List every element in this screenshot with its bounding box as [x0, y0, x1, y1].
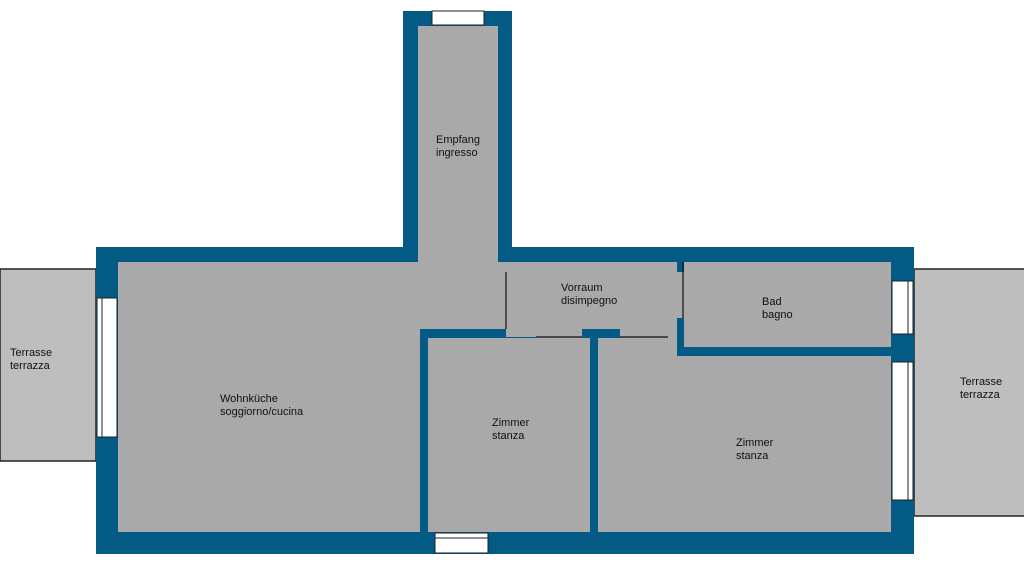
room-vorraum-ext2	[668, 272, 684, 318]
room-name-de: Zimmer	[736, 437, 774, 449]
room-zimmer2	[598, 356, 891, 532]
room-name-de: Bad	[762, 296, 782, 308]
window	[96, 10, 914, 554]
room-zimmer1	[428, 338, 590, 532]
wall-sep	[590, 329, 598, 532]
room-vorraum-ext	[498, 272, 508, 318]
door-zimmer1	[536, 329, 582, 338]
room-name-de: Wohnküche	[220, 393, 278, 405]
terrace-right	[913, 268, 1024, 517]
room-name-it: soggiorno/cucina	[220, 406, 304, 418]
room-name-it: ingresso	[436, 147, 478, 159]
bad-fill	[684, 318, 891, 347]
room-name-it: stanza	[492, 430, 525, 442]
room-wohnkueche-lower	[118, 262, 420, 532]
room-name-de: Vorraum	[561, 282, 603, 294]
room-name-de: Terrasse	[960, 376, 1003, 388]
room-name-it: stanza	[736, 450, 769, 462]
room-name-de: Terrasse	[10, 347, 53, 359]
room-name-it: terrazza	[10, 360, 50, 372]
door-zimmer2	[620, 329, 668, 338]
room-name-de: Empfang	[436, 134, 481, 146]
room-name-it: disimpegno	[561, 295, 618, 307]
room-vorraum	[506, 262, 677, 337]
room-empfang	[418, 26, 498, 266]
door-zimmer2-b	[598, 337, 677, 357]
terrace-left	[0, 268, 97, 462]
wall-bad-vert	[677, 262, 684, 272]
room-name-de: Zimmer	[492, 417, 530, 429]
room-name-it: terrazza	[960, 389, 1000, 401]
room-name-it: bagno	[762, 309, 793, 321]
wall-zimmer2-top	[582, 329, 620, 338]
